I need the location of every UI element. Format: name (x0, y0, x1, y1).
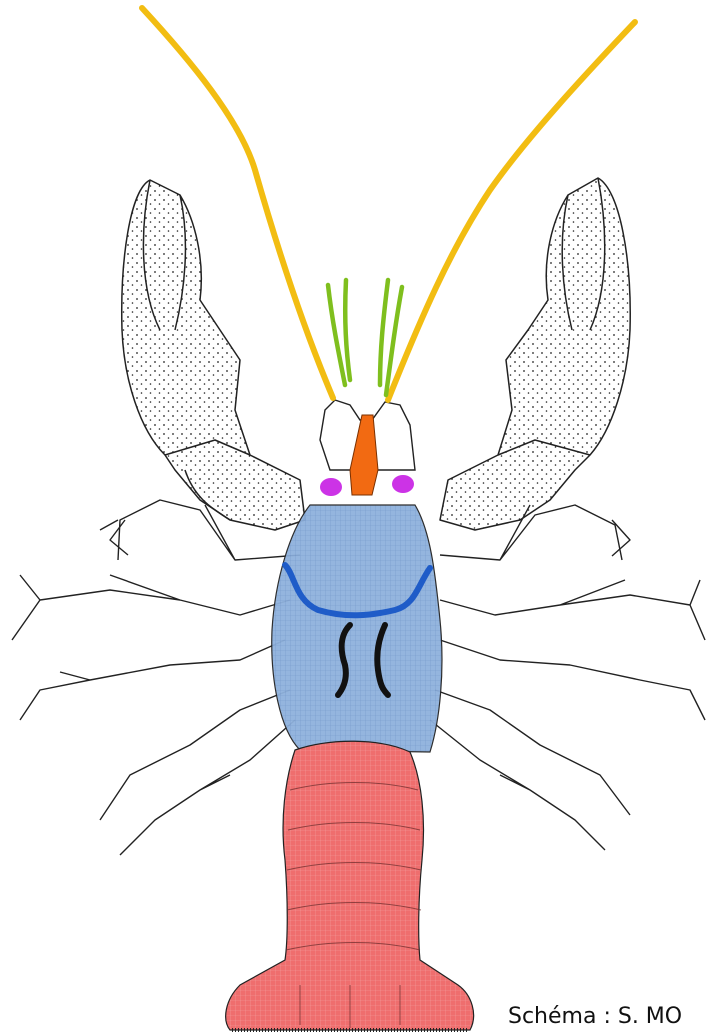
antennules (328, 280, 402, 395)
eye-left (320, 478, 342, 496)
abdomen (226, 741, 474, 1030)
walking-legs-left (12, 500, 300, 855)
leg-left-2 (12, 575, 290, 640)
leg-left-5 (120, 720, 295, 855)
eye-right (392, 475, 414, 493)
leg-right-4 (435, 690, 630, 815)
antennule-right-a (380, 280, 388, 385)
leg-left-4 (100, 690, 290, 820)
claw-left (122, 180, 305, 530)
cephalothorax (272, 505, 442, 752)
leg-right-2 (440, 580, 705, 640)
antennule-left-a (328, 285, 345, 385)
antennule-left-b (345, 280, 350, 380)
leg-right-3 (440, 640, 705, 720)
leg-right-5 (430, 720, 605, 850)
image-credit: Schéma : S. MO (508, 1004, 682, 1029)
walking-legs-right (430, 505, 705, 850)
